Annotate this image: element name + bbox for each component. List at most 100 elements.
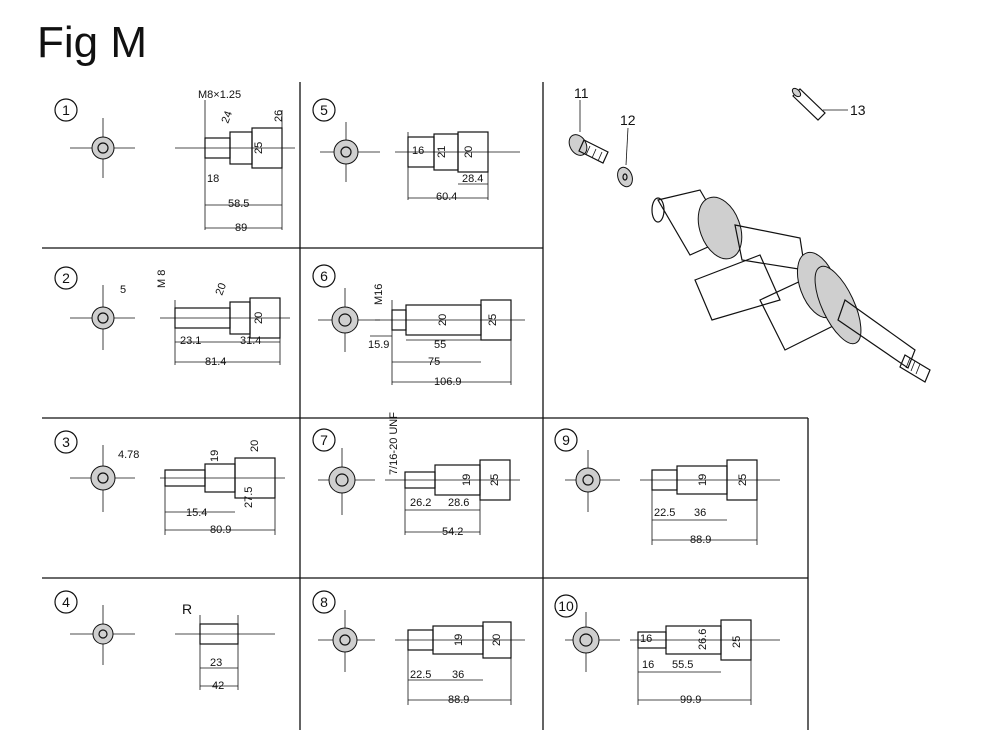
panel-grid <box>42 82 809 730</box>
dimension-label: M8×1.25 <box>198 89 241 101</box>
item-number: 2 <box>62 270 70 286</box>
dimension-label: 89 <box>235 222 247 234</box>
dimension-label: 25 <box>489 474 501 486</box>
dimension-label: 26 <box>273 110 285 122</box>
item-number-circle <box>554 594 578 618</box>
dimension-label: 99.9 <box>680 694 701 706</box>
dimension-label: 16 <box>642 659 654 671</box>
dimension-label: 22.5 <box>654 507 675 519</box>
dimension-label: 24 <box>220 109 235 125</box>
dimension-label: 5 <box>120 284 126 296</box>
crankshaft-assembly-illustration: 11 12 13 <box>568 85 931 383</box>
dimension-label: 20 <box>437 314 449 326</box>
bolt-icon <box>568 134 609 164</box>
crankshaft-variant-6: 6 M16 20 25 15.9 55 75 106.9 <box>312 264 525 388</box>
dimension-label: 55 <box>434 339 446 351</box>
dimension-label: 23.1 <box>180 335 201 347</box>
crankshaft-variant-1: 1 M8×1.25 24 25 26 18 58.5 89 <box>54 89 295 234</box>
dimension-label: 7/16-20 UNF <box>388 412 400 475</box>
shaft-end-view <box>91 306 115 330</box>
item-number: 1 <box>62 102 70 118</box>
crankshaft-variant-5: 5 16 21 20 28.4 60.4 <box>312 98 520 203</box>
item-number-circle <box>54 430 78 454</box>
crankshaft-variant-4: 4 R 23 42 <box>54 590 275 692</box>
item-number: 5 <box>320 102 328 118</box>
dimension-label: 25 <box>737 474 749 486</box>
dimension-label: 20 <box>253 312 265 324</box>
dimension-label: 80.9 <box>210 524 231 536</box>
crankshaft-variant-3: 3 4.78 19 20 15.4 27.5 80.9 <box>54 430 285 536</box>
dimension-label: 4.78 <box>118 449 139 461</box>
dimension-label: 16 <box>412 145 424 157</box>
shaft-end-view <box>575 467 601 493</box>
shaft-end-view <box>333 139 359 165</box>
shaft-end-view <box>572 626 600 654</box>
shaft-end-view <box>92 623 114 645</box>
dimension-label: 26.6 <box>697 629 709 650</box>
dimension-label: 25 <box>731 636 743 648</box>
crankshaft-variant-2: 2 5 M 8 20 20 23.1 31.4 81.4 <box>54 266 290 368</box>
dimension-label: 36 <box>452 669 464 681</box>
dimension-label: 21 <box>436 146 448 158</box>
shaft-end-view <box>91 136 115 160</box>
dimension-label: 26.2 <box>410 497 431 509</box>
dimension-label: 36 <box>694 507 706 519</box>
dimension-label: 20 <box>491 634 503 646</box>
callout-number: 11 <box>574 85 589 101</box>
dimension-label: R <box>182 601 192 617</box>
item-number: 7 <box>320 432 328 448</box>
dimension-label: 81.4 <box>205 356 226 368</box>
callout-number: 13 <box>850 102 866 118</box>
item-number-circle <box>312 264 336 288</box>
crankshaft-variant-7: 7 7/16-20 UNF 19 25 26.2 28.6 54.2 <box>312 412 520 538</box>
callout-number: 12 <box>620 112 636 128</box>
dimension-label: 19 <box>461 474 473 486</box>
dimension-label: 25 <box>253 142 265 154</box>
item-number-circle <box>54 590 78 614</box>
dimension-label: 25 <box>487 314 499 326</box>
dimension-label: 18 <box>207 173 219 185</box>
crankshaft-icon <box>651 189 931 383</box>
dimension-label: 106.9 <box>434 376 462 388</box>
key-icon <box>791 87 826 121</box>
dimension-label: 19 <box>453 634 465 646</box>
dimension-label: 60.4 <box>436 191 457 203</box>
shaft-end-view <box>332 627 358 653</box>
washer-icon <box>617 166 633 188</box>
item-number-circle <box>54 98 78 122</box>
item-number: 10 <box>558 598 574 614</box>
dimension-label: 88.9 <box>690 534 711 546</box>
dimension-label: 15.9 <box>368 339 389 351</box>
dimension-label: 28.6 <box>448 497 469 509</box>
item-number-circle <box>312 428 336 452</box>
item-number: 9 <box>562 432 570 448</box>
dimension-label: 20 <box>214 281 229 297</box>
dimension-label: 58.5 <box>228 198 249 210</box>
item-number: 6 <box>320 268 328 284</box>
dimension-label: 20 <box>463 146 475 158</box>
dimension-label: 19 <box>697 474 709 486</box>
dimension-label: 19 <box>209 450 221 462</box>
dimension-label: 16 <box>640 633 652 645</box>
dimension-label: 54.2 <box>442 526 463 538</box>
dimension-label: 75 <box>428 356 440 368</box>
item-number-circle <box>554 428 578 452</box>
crankshaft-variant-8: 8 19 20 22.5 36 88.9 <box>312 590 525 706</box>
dimension-label: 88.9 <box>448 694 469 706</box>
dimension-label: M 8 <box>156 270 168 288</box>
item-number: 4 <box>62 594 70 610</box>
item-number: 3 <box>62 434 70 450</box>
dimension-label: 20 <box>249 440 261 452</box>
dimension-label: 28.4 <box>462 173 483 185</box>
shaft-end-view <box>328 466 356 494</box>
item-number-circle <box>312 590 336 614</box>
dimension-label: 23 <box>210 657 222 669</box>
dimension-label: 42 <box>212 680 224 692</box>
page-title: Fig M <box>37 18 147 67</box>
dimension-label: 55.5 <box>672 659 693 671</box>
shaft-end-view <box>331 306 359 334</box>
dimension-label: 27.5 <box>243 487 255 508</box>
item-number: 8 <box>320 594 328 610</box>
dimension-label: 31.4 <box>240 335 261 347</box>
